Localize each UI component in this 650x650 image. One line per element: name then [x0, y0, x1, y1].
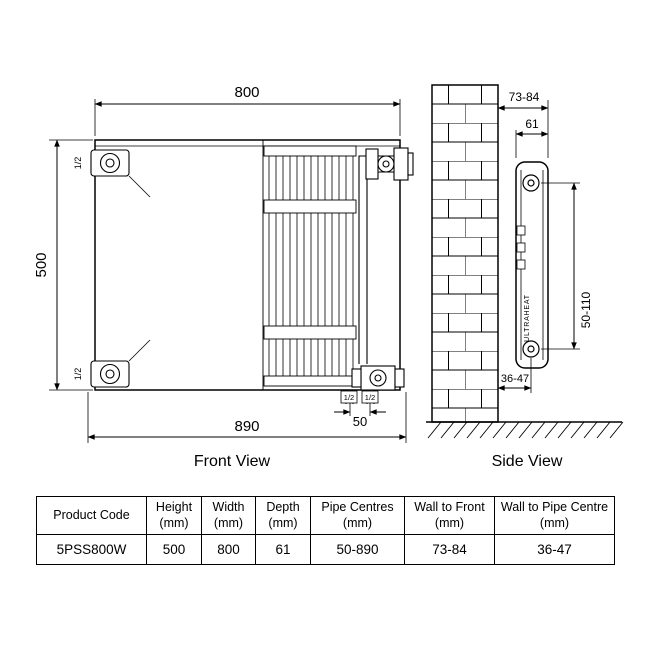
- table-row: 5PSS800W 500 800 61 50-890 73-84 36-47: [36, 533, 615, 565]
- header-title: Product Code: [53, 508, 130, 523]
- header-unit: (mm): [539, 516, 570, 531]
- dim-overall-width: 890: [87, 392, 407, 443]
- dim-wall-to-front: 73-84: [497, 90, 549, 158]
- spec-table: Product Code Height (mm) Width (mm) Depth (…: [36, 496, 615, 565]
- dim-pipe-centres-value: 50: [353, 414, 367, 429]
- table-header-row: Product Code Height (mm) Width (mm) Depth (…: [36, 496, 615, 535]
- radiator-side-profile: ULTRAHEAT: [515, 161, 549, 369]
- dim-wall-to-pipe-centre: 36-47: [497, 358, 532, 393]
- dim-wall-to-pipe-centre-value: 36-47: [501, 373, 529, 385]
- valve-bottom-right: 1/2 1/2: [340, 365, 405, 404]
- front-view-label: Front View: [194, 453, 271, 470]
- col-header-wall-to-pipe-centre: Wall to Pipe Centre (mm): [494, 496, 615, 535]
- tail-size-label: 1/2: [365, 393, 375, 402]
- cell-wall-to-front: 73-84: [404, 533, 495, 565]
- dim-height-value: 500: [33, 252, 50, 277]
- radiator-panel: [94, 139, 401, 391]
- col-header-pipe-centres: Pipe Centres (mm): [310, 496, 405, 535]
- valve-size-label: 1/2: [73, 368, 83, 381]
- valve-size-label: 1/2: [73, 157, 83, 170]
- col-header-wall-to-front: Wall to Front (mm): [404, 496, 495, 535]
- brand-label: ULTRAHEAT: [524, 294, 531, 342]
- convector-fins: [263, 145, 357, 387]
- cell-product-code: 5PSS800W: [36, 533, 147, 565]
- col-header-width: Width (mm): [201, 496, 256, 535]
- header-title: Depth: [266, 500, 300, 514]
- cell-wall-to-pipe-centre: 36-47: [494, 533, 615, 565]
- front-view: 1/2 1/2 1/2 1/2 800: [33, 84, 414, 470]
- dim-width-value: 800: [234, 84, 259, 101]
- header-title: Width: [212, 500, 245, 514]
- valve-bottom-left: [90, 360, 130, 388]
- side-view: ULTRAHEAT 73-84 61 50-110: [426, 84, 624, 470]
- dim-overall-width-value: 890: [234, 418, 259, 435]
- header-unit: (mm): [159, 516, 189, 531]
- col-header-depth: Depth (mm): [255, 496, 311, 535]
- cell-pipe-centres: 50-890: [310, 533, 405, 565]
- header-title: Wall to Pipe Centre: [500, 500, 609, 514]
- dim-pipe-centres: 50: [334, 403, 386, 429]
- dim-pipe-height: 50-110: [541, 182, 593, 350]
- side-view-label: Side View: [492, 453, 563, 470]
- dim-width: 800: [94, 84, 401, 136]
- dim-depth: 61: [515, 117, 549, 158]
- valve-top-right: [365, 147, 414, 181]
- header-title: Wall to Front: [414, 500, 485, 514]
- header-unit: (mm): [342, 516, 373, 531]
- valve-top-left: [90, 149, 130, 177]
- header-unit: (mm): [213, 516, 244, 531]
- header-unit: (mm): [434, 516, 465, 531]
- wall: [431, 84, 499, 423]
- tail-size-label: 1/2: [344, 393, 354, 402]
- technical-drawing: 1/2 1/2 1/2 1/2 800: [33, 84, 624, 470]
- cell-width: 800: [201, 533, 256, 565]
- dim-pipe-height-value: 50-110: [579, 291, 593, 328]
- header-title: Height: [155, 500, 193, 514]
- dim-wall-to-front-value: 73-84: [509, 90, 540, 104]
- dim-height: 500: [33, 139, 93, 391]
- cell-depth: 61: [255, 533, 311, 565]
- cell-height: 500: [146, 533, 202, 565]
- header-unit: (mm): [268, 516, 298, 531]
- dim-depth-value: 61: [525, 117, 539, 131]
- col-header-height: Height (mm): [146, 496, 202, 535]
- header-title: Pipe Centres: [321, 500, 394, 514]
- spec-table-container: Product Code Height (mm) Width (mm) Depth (…: [36, 496, 615, 565]
- col-header-product-code: Product Code: [36, 496, 147, 535]
- ground: [426, 421, 624, 439]
